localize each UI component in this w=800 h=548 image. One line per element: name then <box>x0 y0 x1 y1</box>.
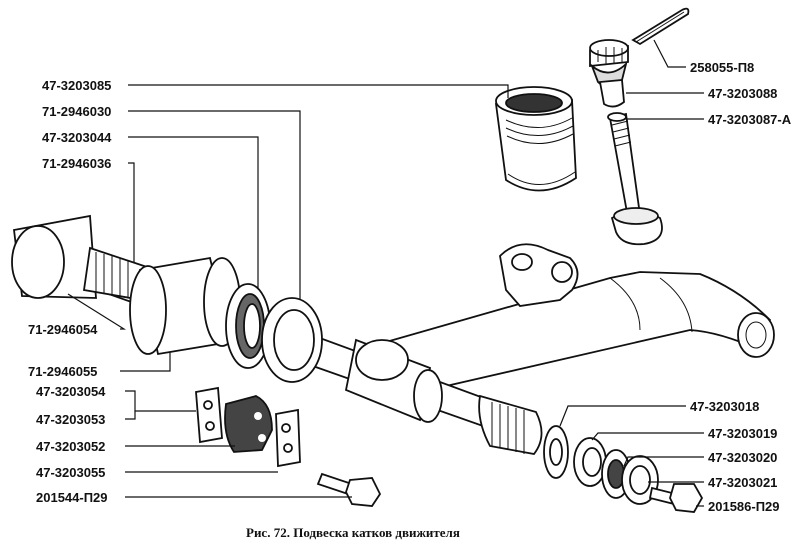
pivot-pin-drawing <box>607 112 663 246</box>
label-47-3203052: 47-3203052 <box>36 439 105 454</box>
label-47-3203019: 47-3203019 <box>708 426 777 441</box>
label-47-3203018: 47-3203018 <box>690 399 759 414</box>
label-71-2946030: 71-2946030 <box>42 104 111 119</box>
castle-nut-drawing <box>589 39 629 108</box>
washer-stack-drawing <box>543 425 659 505</box>
label-71-2946055: 71-2946055 <box>28 364 97 379</box>
balancer-arm-drawing <box>327 243 775 393</box>
bolt-left-drawing <box>316 472 382 507</box>
label-258055-P8: 258055-П8 <box>690 60 754 75</box>
label-47-3203087-A: 47-3203087-А <box>708 112 792 127</box>
shaft-sleeve-drawing <box>344 338 443 423</box>
label-71-2946036: 71-2946036 <box>42 156 111 171</box>
seal-housing-drawing <box>129 256 241 356</box>
label-47-3203055: 47-3203055 <box>36 465 105 480</box>
bolt-right-drawing <box>648 483 704 513</box>
cotter-pin-drawing <box>631 7 690 46</box>
label-47-3203054: 47-3203054 <box>36 384 106 399</box>
roller-hub-drawing <box>11 214 152 302</box>
label-201586-P29: 201586-П29 <box>708 499 780 514</box>
label-47-3203088: 47-3203088 <box>708 86 777 101</box>
label-71-2946054: 71-2946054 <box>28 322 98 337</box>
seal-ring-drawing <box>261 297 323 383</box>
bearing-drawing <box>225 283 271 369</box>
label-47-3203053: 47-3203053 <box>36 412 105 427</box>
label-47-3203085: 47-3203085 <box>42 78 111 93</box>
bushing-drawing <box>494 86 577 192</box>
leader-lines <box>67 39 704 507</box>
label-47-3203020: 47-3203020 <box>708 450 777 465</box>
label-47-3203021: 47-3203021 <box>708 475 777 490</box>
figure-caption: Рис. 72. Подвеска катков движителя <box>246 525 460 540</box>
lock-plates-drawing <box>195 386 301 468</box>
label-201544-P29: 201544-П29 <box>36 490 108 505</box>
label-47-3203044: 47-3203044 <box>42 130 112 145</box>
